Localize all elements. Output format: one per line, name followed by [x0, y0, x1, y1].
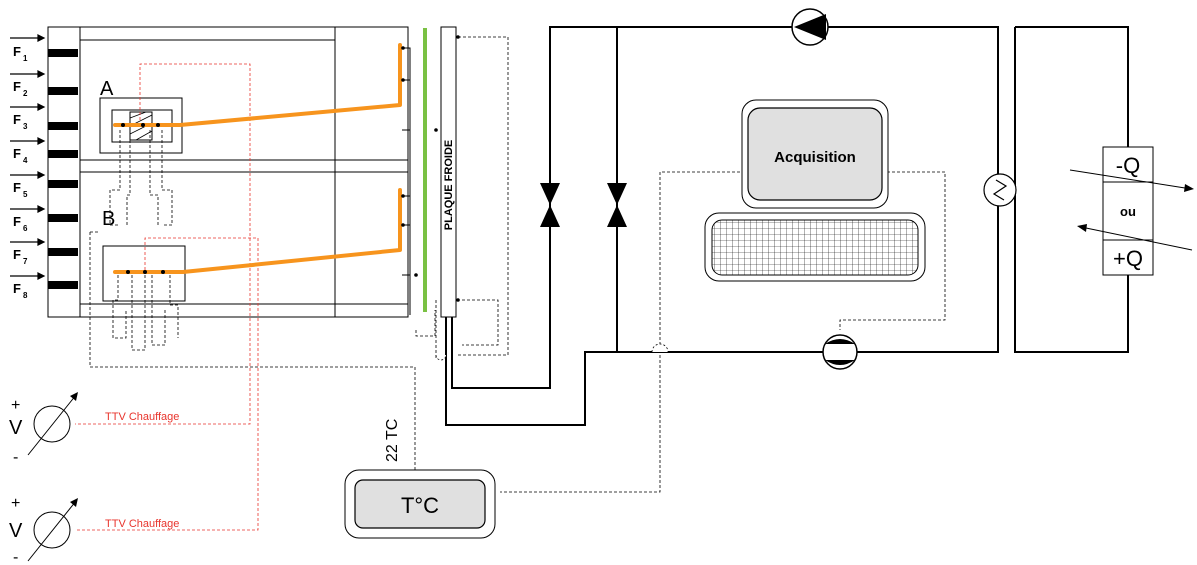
- voltmeter-minus: -: [13, 549, 18, 565]
- heat-load-box: -Q ou +Q: [1069, 146, 1194, 276]
- heat-pipe-a: [113, 43, 402, 127]
- flux-label-sub: 7: [23, 257, 28, 266]
- temperature-controller: T°C: [344, 469, 496, 539]
- flux-label-sub: 3: [23, 122, 28, 131]
- flux-label-sub: 8: [23, 291, 28, 300]
- flux-label-main: F: [13, 146, 21, 161]
- heat-exchanger-icon: [983, 173, 1017, 207]
- flux-label-main: F: [13, 281, 21, 296]
- flux-label-main: F: [13, 180, 21, 195]
- flux-label-main: F: [13, 112, 21, 127]
- flux-bar: [48, 248, 78, 256]
- valve: [540, 183, 560, 227]
- voltmeter-minus: -: [13, 449, 18, 466]
- component-a: A: [99, 78, 183, 154]
- pump-icon: [791, 8, 829, 46]
- voltmeter-plus: +: [11, 495, 20, 512]
- flux-label-main: F: [13, 214, 21, 229]
- temperature-label: T°C: [401, 493, 439, 518]
- component-b: B: [102, 208, 186, 302]
- heat-pipe-b: [113, 188, 402, 274]
- flux-labels: F 1 F 2 F 3 F 4 F 5 F 6 F 7 F 8: [13, 44, 28, 300]
- flux-label-main: F: [13, 79, 21, 94]
- flux-label-sub: 1: [23, 54, 28, 63]
- flux-bar: [48, 281, 78, 289]
- flux-bar: [48, 214, 78, 222]
- flux-label-sub: 2: [23, 89, 28, 98]
- voltmeter-1: + V - TTV Chauffage: [9, 392, 179, 466]
- voltmeter-plus: +: [11, 397, 20, 414]
- flux-bar: [48, 87, 78, 95]
- component-b-label: B: [102, 208, 115, 230]
- voltmeter-v: V: [9, 520, 23, 542]
- thermocouple-wiring: [89, 36, 946, 493]
- flux-bar: [48, 122, 78, 130]
- acquisition-label: Acquisition: [774, 149, 856, 166]
- heat-minus-label: -Q: [1116, 153, 1140, 178]
- flux-bar: [48, 150, 78, 158]
- acquisition-computer: Acquisition: [704, 99, 926, 282]
- voltmeter-v: V: [9, 417, 23, 439]
- flux-label-sub: 5: [23, 190, 28, 199]
- heat-plus-label: +Q: [1113, 246, 1143, 271]
- cold-plate: PLAQUE FROIDE: [440, 26, 457, 318]
- flux-bar: [48, 180, 78, 188]
- heat-or-label: ou: [1120, 204, 1136, 219]
- keyboard: [711, 219, 919, 276]
- heating-label: TTV Chauffage: [105, 518, 179, 530]
- flux-label-sub: 4: [23, 156, 28, 165]
- flux-label-main: F: [13, 247, 21, 262]
- flux-label-sub: 6: [23, 224, 28, 233]
- flowmeter-icon: [822, 334, 858, 370]
- cold-plate-label: PLAQUE FROIDE: [443, 140, 455, 230]
- heat-pipes: [113, 43, 402, 274]
- valve: [607, 183, 627, 227]
- flux-label-main: F: [13, 44, 21, 59]
- voltmeter-2: + V - TTV Chauffage: [9, 495, 179, 565]
- flux-bar: [48, 49, 78, 57]
- heating-wiring: [75, 63, 259, 531]
- flux-arrows: [10, 34, 46, 280]
- heating-label: TTV Chauffage: [105, 411, 179, 423]
- component-a-label: A: [100, 78, 114, 100]
- thermocouple-count-label: 22 TC: [384, 419, 401, 462]
- board-assembly: [47, 26, 409, 318]
